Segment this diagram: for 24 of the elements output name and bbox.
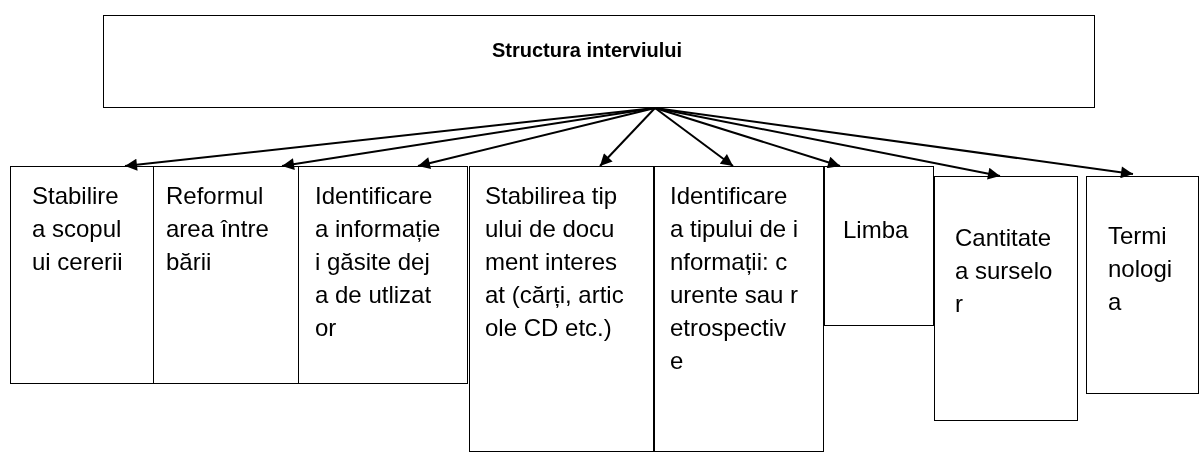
topic-box <box>1086 176 1199 394</box>
box-heading: Structura interviului <box>491 38 683 62</box>
arrow <box>654 107 734 167</box>
topic-box <box>153 166 299 384</box>
arrow <box>599 107 656 167</box>
title-box <box>103 15 1095 108</box>
topic-label: Limba <box>843 215 909 245</box>
topic-box <box>10 166 154 384</box>
topic-label: Stabilirea scopului cererii <box>32 181 124 277</box>
arrow <box>654 107 1134 179</box>
topic-box <box>824 166 934 326</box>
topic-label: Cantitatea surselor <box>955 223 1053 319</box>
topic-label: Identificarea informației găsite deja de utlizator <box>315 181 442 343</box>
topic-box <box>654 166 824 452</box>
topic-label: Terminologia <box>1108 221 1174 317</box>
topic-box <box>469 166 654 452</box>
arrow <box>654 107 841 169</box>
arrow <box>417 107 656 169</box>
topic-box <box>934 176 1078 421</box>
arrow <box>654 107 1001 180</box>
topic-box <box>298 166 468 384</box>
topic-label: Stabilirea tipului de document interesat (cărți, articole CD etc.) <box>485 181 625 343</box>
topic-label: Reformularea întrebării <box>166 181 270 277</box>
topic-label: Identificarea tipului de informații: curente sau retrospective <box>670 181 799 376</box>
